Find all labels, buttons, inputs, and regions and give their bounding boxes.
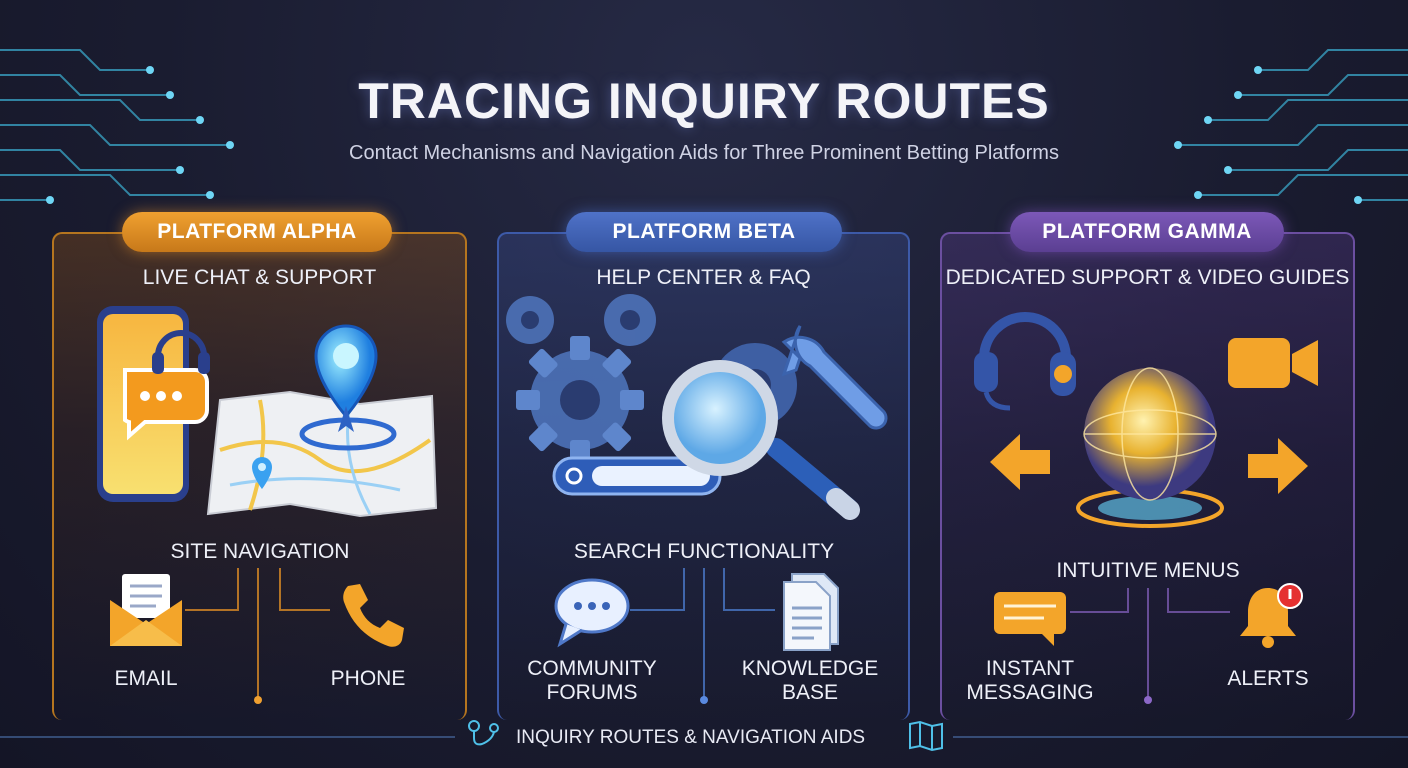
bell-icon [1240, 583, 1303, 648]
magnifier-icon [662, 360, 860, 520]
arrow-left-icon [990, 434, 1050, 490]
folded-map-icon [909, 720, 943, 752]
beta-mid-label: SEARCH FUNCTIONALITY [573, 540, 835, 563]
circuit-decoration-left [0, 49, 234, 204]
forum-bubble-icon [554, 578, 630, 648]
gamma-mid-label: INTUITIVE MENUS [1056, 559, 1240, 582]
search-bar-icon [552, 456, 722, 496]
alpha-mid-label: SITE NAVIGATION [170, 540, 350, 563]
beta-heading: HELP CENTER & FAQ [596, 266, 811, 289]
page-subtitle: Contact Mechanisms and Navigation Aids f… [349, 142, 1059, 164]
beta-item-right: KNOWLEDGE BASE [741, 657, 879, 704]
alpha-item-right: PHONE [330, 667, 406, 690]
message-icon [994, 592, 1066, 646]
headset-icon [974, 312, 1076, 411]
badge-platform-beta: PLATFORM BETA [566, 212, 842, 252]
map-icon [206, 390, 438, 518]
gears-icon [506, 294, 656, 464]
footer-label: INQUIRY ROUTES & NAVIGATION AIDS [516, 727, 866, 748]
document-icon [783, 573, 839, 651]
email-icon [110, 574, 182, 646]
wrench-icon [781, 325, 888, 430]
phone-icon [343, 584, 404, 647]
page-title: TRACING INQUIRY ROUTES [358, 73, 1050, 129]
gamma-item-right: ALERTS [1227, 667, 1309, 690]
map-pin-small-icon [252, 457, 272, 489]
video-camera-icon [1228, 338, 1318, 388]
gamma-heading: DEDICATED SUPPORT & VIDEO GUIDES [945, 266, 1350, 289]
alpha-item-left: EMAIL [114, 667, 178, 690]
smartphone-chat-icon [97, 306, 209, 502]
route-icon [468, 720, 499, 746]
alpha-heading: LIVE CHAT & SUPPORT [142, 266, 377, 289]
circuit-decoration-right [1174, 49, 1408, 204]
beta-item-left: COMMUNITY FORUMS [527, 657, 657, 704]
map-pin-icon [314, 324, 378, 432]
badge-platform-gamma: PLATFORM GAMMA [1010, 212, 1284, 252]
globe-icon [1076, 367, 1224, 528]
badge-platform-alpha: PLATFORM ALPHA [122, 212, 392, 252]
arrow-right-icon [1248, 438, 1308, 494]
headset-icon-small [152, 330, 210, 374]
gamma-item-left: INSTANT MESSAGING [966, 657, 1094, 704]
